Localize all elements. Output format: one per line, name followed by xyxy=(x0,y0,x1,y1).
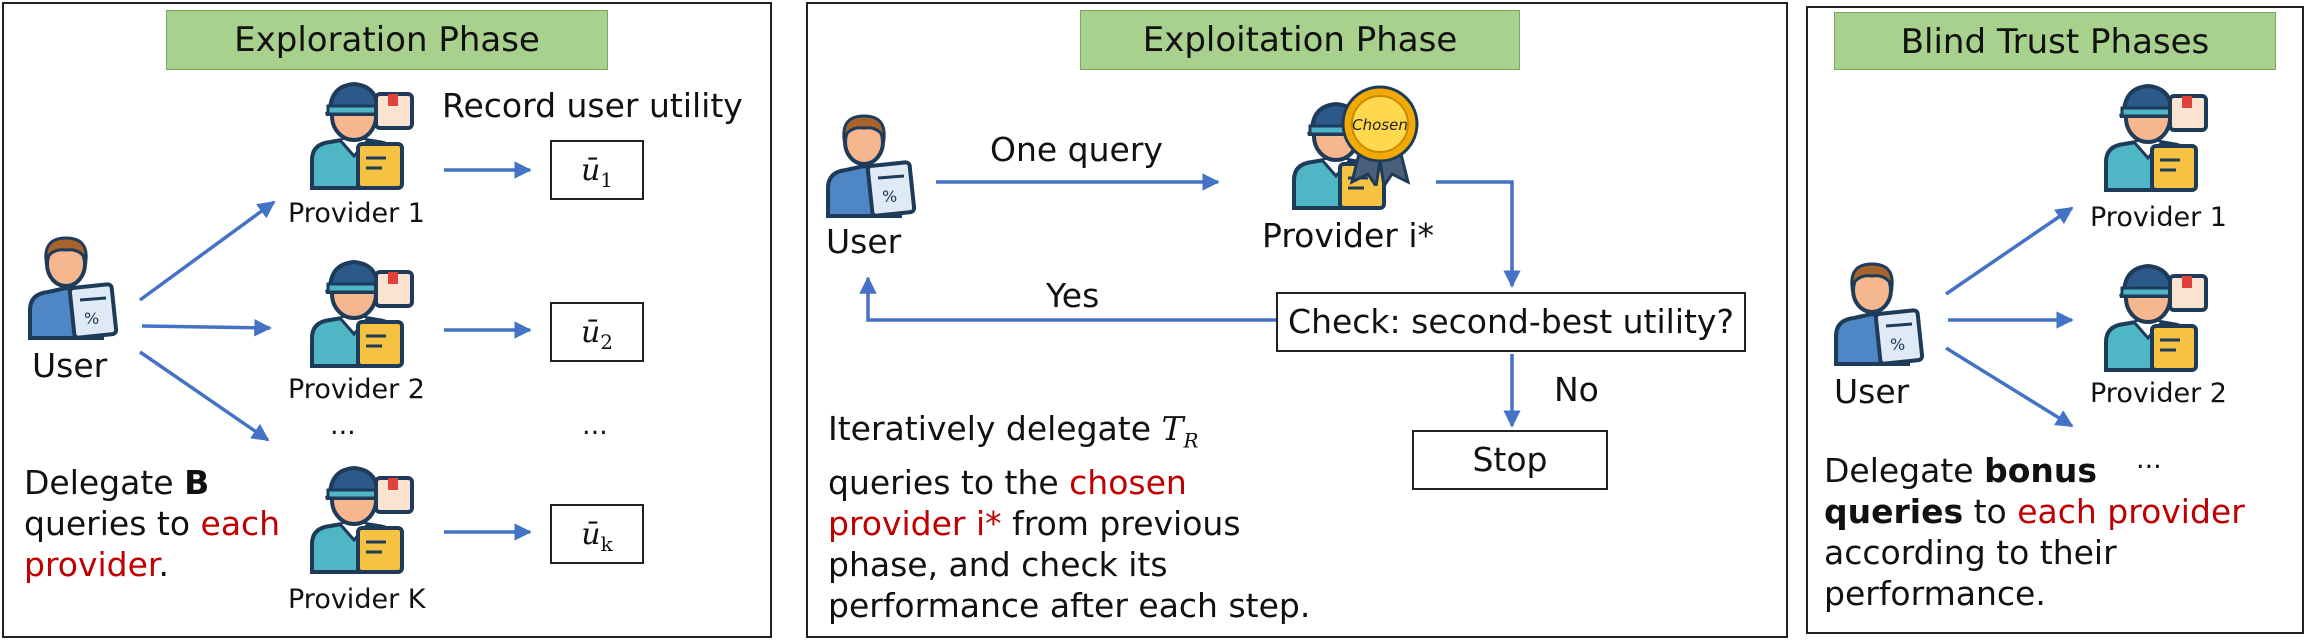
blind-trust-title: Blind Trust Phases xyxy=(1834,12,2276,70)
exploitation-description: Iteratively delegate TR queries to the c… xyxy=(828,409,1311,625)
utility-box-k: ūk xyxy=(550,504,644,564)
check-box: Check: second-best utility? xyxy=(1276,292,1746,352)
utility-ellipsis: ... xyxy=(582,410,608,441)
stop-box: Stop xyxy=(1412,430,1608,490)
blind-ellipsis: ... xyxy=(2136,444,2162,475)
one-query-label: One query xyxy=(990,130,1163,169)
arrow-blind-user-to-provider-more xyxy=(1945,346,2074,428)
yes-label: Yes xyxy=(1046,276,1100,315)
blind-provider-1-label: Provider 1 xyxy=(2090,202,2227,233)
provider-k-label: Provider K xyxy=(288,584,426,615)
provider-2-label: Provider 2 xyxy=(288,374,425,405)
utility-box-2: ū2 xyxy=(550,302,644,362)
arrow-blind-user-to-provider-1 xyxy=(1945,206,2074,296)
utility-box-1: ū1 xyxy=(550,140,644,200)
exploitation-title: Exploitation Phase xyxy=(1080,10,1520,70)
badge-text: Chosen xyxy=(1352,116,1408,134)
chosen-provider-label: Provider i* xyxy=(1262,216,1435,255)
exploitation-user-label: User xyxy=(826,222,902,261)
arrow-yes-back-to-user xyxy=(859,276,1276,322)
arrow-user-to-provider-2 xyxy=(141,319,272,337)
exploration-title: Exploration Phase xyxy=(166,10,608,70)
provider-1-label: Provider 1 xyxy=(288,198,425,229)
arrow-user-to-provider-1 xyxy=(138,200,276,302)
record-label: Record user utility xyxy=(442,86,743,125)
chosen-badge-icon: Chosen xyxy=(1341,85,1419,186)
blind-provider-2-label: Provider 2 xyxy=(2090,378,2227,409)
no-label: No xyxy=(1554,370,1599,409)
blind-user-label: User xyxy=(1834,372,1910,411)
exploration-description: Delegate B queries to each provider. xyxy=(24,463,281,584)
blind-trust-description: Delegate bonus queries to each provider … xyxy=(1824,451,2245,613)
user-label: User xyxy=(32,346,108,385)
arrow-provider-to-check xyxy=(1436,180,1521,288)
provider-ellipsis: ... xyxy=(330,410,356,441)
arrow-user-to-provider-k xyxy=(139,350,270,442)
